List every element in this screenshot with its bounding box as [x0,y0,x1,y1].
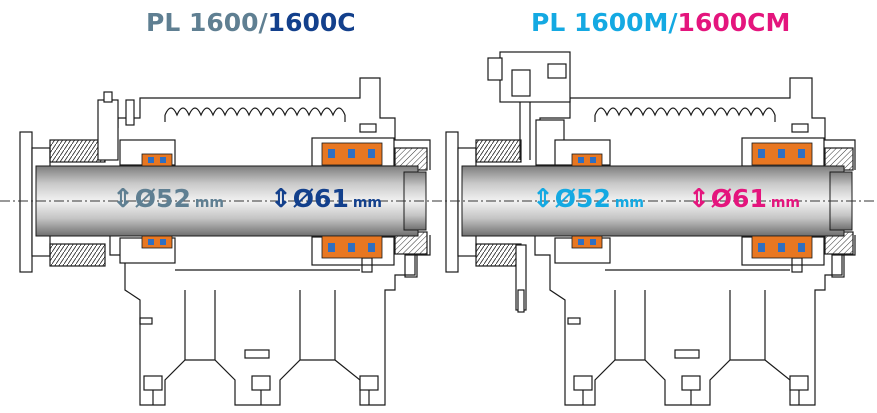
right-housing-outline [539,77,856,170]
left-bore-large-dimension: ⇕ Ø61 mm [270,184,382,214]
double-arrow-icon: ⇕ [532,184,554,214]
dimension-unit: mm [194,195,225,211]
dimension-unit: mm [614,195,645,211]
right-cooling-fins [594,107,776,117]
dimension-unit: mm [770,195,801,211]
dimension-value: Ø52 [554,184,611,213]
dimension-value: Ø52 [134,184,191,213]
left-title-model: PL 1600/ [146,8,268,37]
left-housing-outline [117,77,431,170]
left-rear-bearings [321,142,383,259]
right-front-bearings [571,153,603,249]
right-housing-lower [534,235,856,406]
double-arrow-icon: ⇕ [688,184,710,214]
right-title-variant: 1600CM [677,8,791,37]
right-bore-small-dimension: ⇕ Ø52 mm [532,184,644,214]
left-front-bearings [141,153,173,249]
double-arrow-icon: ⇕ [270,184,292,214]
left-bore-small-dimension: ⇕ Ø52 mm [112,184,224,214]
dimension-value: Ø61 [292,184,349,213]
left-cooling-fins [164,107,346,117]
left-spindle-shaft [35,165,419,237]
right-title-model: PL 1600M/ [531,8,678,37]
double-arrow-icon: ⇕ [112,184,134,214]
right-bore-large-dimension: ⇕ Ø61 mm [688,184,800,214]
dimension-unit: mm [352,195,383,211]
left-title-variant: 1600C [267,8,356,37]
left-title: PL 1600/1600C [146,8,356,37]
dimension-value: Ø61 [710,184,767,213]
right-title: PL 1600M/1600CM [531,8,790,37]
right-rear-bearings [751,142,813,259]
